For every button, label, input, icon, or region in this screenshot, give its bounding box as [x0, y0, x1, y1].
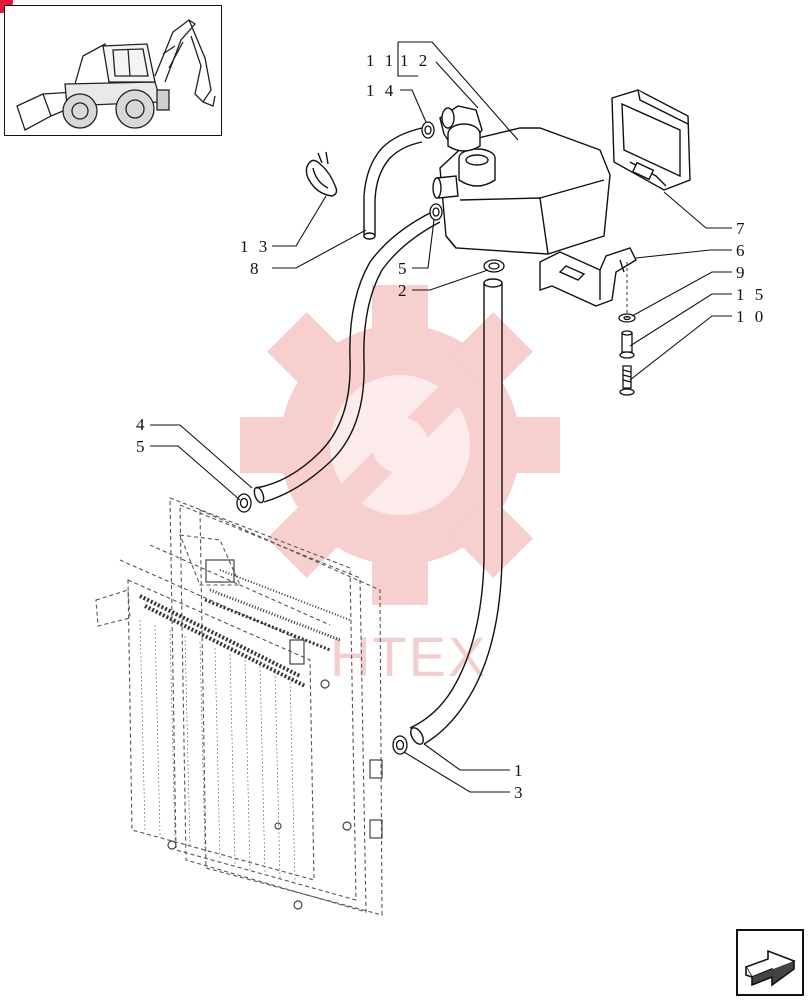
callout-6: 6 — [736, 241, 748, 260]
coolant-hose-item-1 — [409, 278, 503, 745]
clamp-item-2 — [483, 259, 505, 273]
callout-13: 1 3 — [240, 237, 270, 256]
clamp-item-5-upper — [429, 203, 443, 221]
radiator-fins — [139, 569, 351, 688]
tank-cap — [439, 105, 483, 152]
leader-lines — [150, 41, 732, 793]
clamp-item-14 — [421, 121, 435, 139]
expansion-tank — [432, 127, 611, 255]
callout-11: 1 1 — [366, 51, 396, 70]
clamp-item-5-lower — [236, 493, 252, 513]
tank-bracket — [539, 247, 637, 307]
callout-1: 1 — [514, 761, 526, 780]
callout-3: 3 — [514, 783, 526, 802]
callout-2: 2 — [398, 281, 410, 300]
next-page-button[interactable] — [736, 929, 804, 996]
next-page-arrow-icon — [744, 949, 796, 987]
bolt-item-15 — [619, 330, 635, 359]
callout-7: 7 — [736, 219, 748, 238]
bolt-item-10 — [619, 365, 635, 396]
backhoe-loader-icon — [16, 19, 216, 131]
callout-8: 8 — [250, 259, 262, 278]
callout-4: 4 — [136, 415, 148, 434]
callout-14: 1 4 — [366, 81, 396, 100]
machine-thumbnail[interactable] — [4, 5, 222, 136]
callout-15: 1 5 — [736, 285, 766, 304]
callout-9: 9 — [736, 263, 748, 282]
tank-strap — [611, 89, 691, 191]
overflow-hose — [363, 127, 423, 240]
coolant-hose-item-4 — [253, 211, 441, 504]
callout-5-lower: 5 — [136, 437, 148, 456]
radiator-mounts — [167, 559, 383, 910]
radiator-assembly — [95, 497, 383, 916]
hose-clip — [305, 151, 338, 197]
watermark-text: HTEX — [330, 625, 487, 688]
callout-12: 1 2 — [400, 51, 430, 70]
radiator-core — [139, 619, 296, 883]
watermark-gear: HTEX — [240, 285, 560, 688]
callout-labels: 1 1 1 2 1 4 1 3 8 5 2 7 6 9 1 5 1 0 4 5 … — [136, 51, 766, 802]
callout-10: 1 0 — [736, 307, 766, 326]
callout-5-upper: 5 — [398, 259, 410, 278]
clamp-item-3 — [392, 735, 408, 755]
